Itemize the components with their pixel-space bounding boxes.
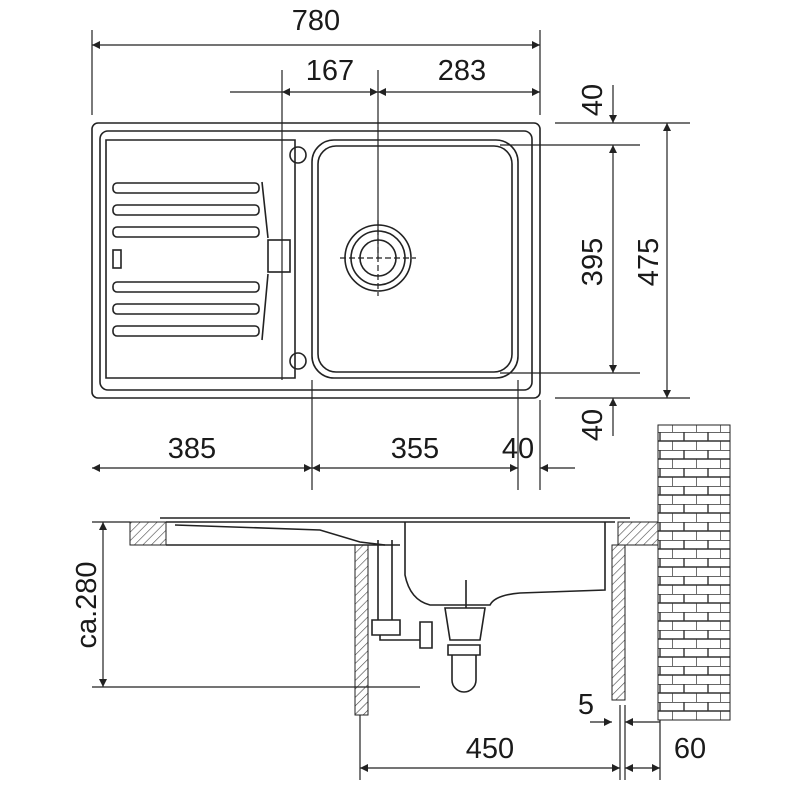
top-view: 780 167 283 40 395 475 40 385 355 40 [91,5,690,490]
dim-overall-depth: 475 [633,238,665,286]
dim-gap: 5 [578,689,594,721]
overflow-hole [289,352,307,370]
dim-wall-offset: 60 [674,733,706,765]
drainer-ridges [112,181,291,341]
dim-right-margin: 40 [502,433,534,465]
dim-bowl-width: 355 [391,433,439,465]
dim-bowl-depth: 395 [577,238,609,286]
dim-height: ca.280 [71,561,103,648]
dim-overall-width: 780 [292,5,340,37]
tap-hole [289,146,307,164]
dim-drain-to-right: 283 [438,55,486,87]
dim-top-margin: 40 [577,84,609,116]
cabinet-right-wall [611,544,626,701]
dim-drainer-width: 385 [168,433,216,465]
dim-cabinet-width: 450 [466,733,514,765]
dim-bottom-margin: 40 [577,409,609,441]
brick-wall [657,424,731,721]
bowl [311,139,519,379]
cabinet-left-wall [354,544,369,716]
side-view: ca.280 450 5 60 [71,424,731,780]
dim-left-to-drain: 167 [306,55,354,87]
